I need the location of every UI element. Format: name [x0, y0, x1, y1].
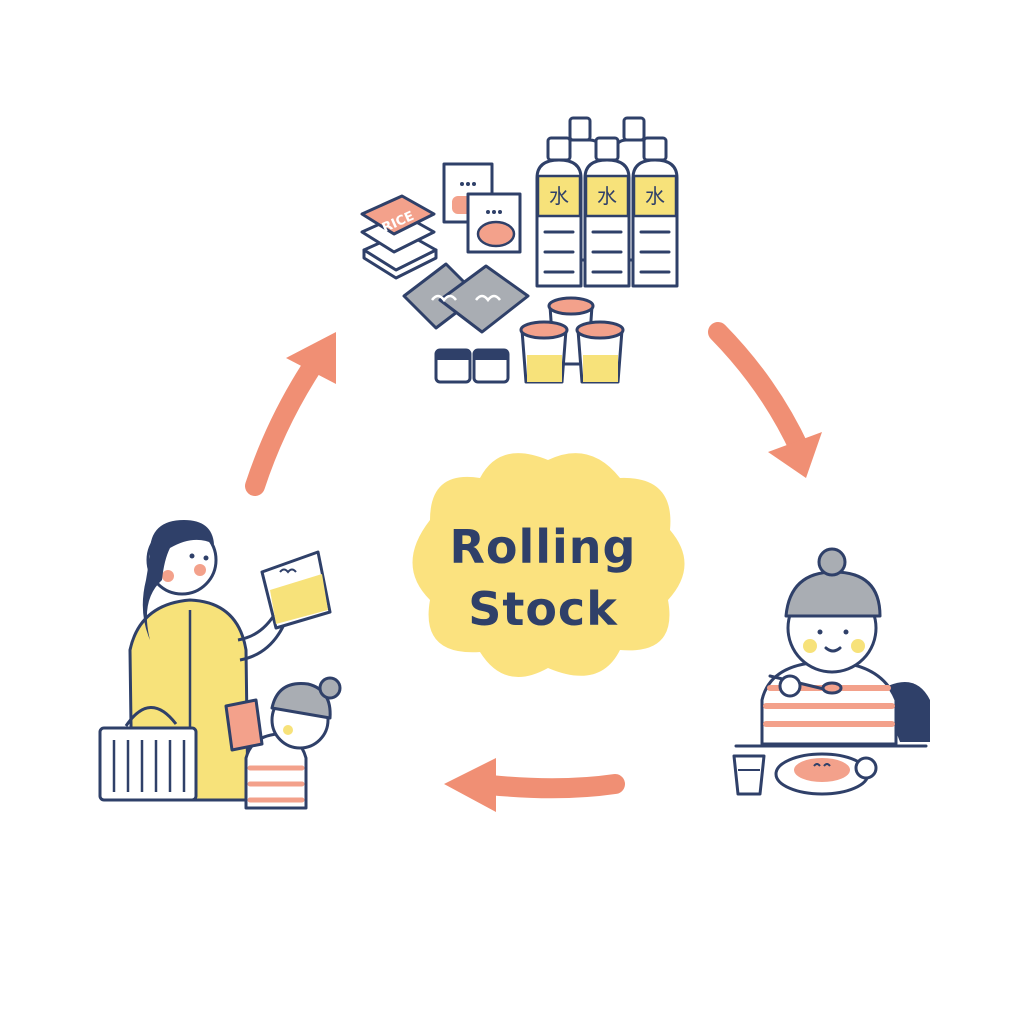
arrow-top-right	[708, 322, 822, 478]
water-bottle-front-2: 水	[583, 136, 631, 288]
rice-packs: RICE	[360, 194, 438, 280]
arrowhead-up-right-icon	[286, 332, 336, 384]
stockpile-illustration: 水 水 水	[360, 116, 679, 384]
water-bottle-front-3: 水	[631, 136, 679, 288]
shopping-illustration	[98, 520, 342, 810]
child-eating-illustration	[732, 547, 930, 796]
child-shopper	[224, 676, 342, 810]
title-line-2: Stock	[468, 582, 618, 636]
canned-food	[434, 348, 510, 384]
held-food-pack	[260, 550, 332, 630]
water-label-2: 水	[597, 184, 617, 208]
cup-noodle-left	[519, 320, 569, 384]
knit-hat	[784, 570, 882, 618]
water-label-3: 水	[645, 184, 665, 208]
cup-noodles	[519, 296, 625, 384]
arrow-left-up	[245, 332, 336, 496]
water-bottle-front-1: 水	[535, 136, 583, 288]
arrowhead-down-right-icon	[768, 432, 822, 478]
cup-noodle-right	[575, 320, 625, 384]
retort-pouches	[402, 262, 530, 334]
child-held-pack	[224, 698, 264, 752]
center-cloud: Rolling Stock	[412, 453, 685, 677]
food-boxes	[442, 162, 522, 254]
shopping-basket	[98, 706, 198, 802]
arrow-bottom	[444, 758, 625, 812]
food-box-front	[466, 192, 522, 254]
water-label-1: 水	[549, 184, 569, 208]
water-bottles: 水 水 水	[535, 116, 679, 288]
title-line-1: Rolling	[449, 520, 636, 574]
arrowhead-left-icon	[444, 758, 496, 812]
